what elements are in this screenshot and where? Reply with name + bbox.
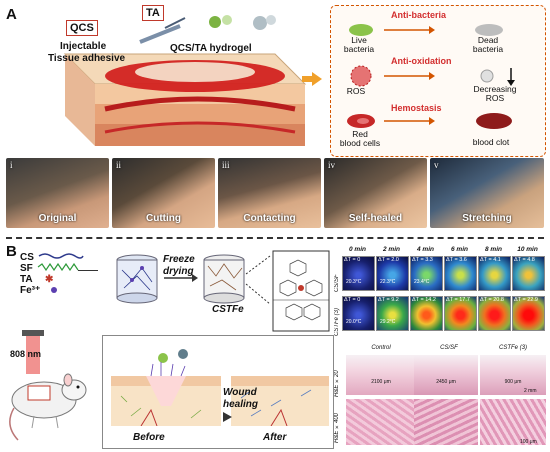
legend-cs-label: CS [20, 252, 34, 263]
laser-label: 808 nm [10, 349, 42, 359]
scale-bar-top: 2 mm [524, 388, 537, 394]
panel-b-letter: B [6, 243, 17, 260]
healing-label: healing [223, 399, 259, 410]
wound-label: Wound [223, 387, 257, 398]
panel-a-letter: A [6, 6, 17, 23]
photo-self-healed: iv Self-healed [324, 158, 427, 228]
red-blood-cells-label: Red blood cells [339, 129, 381, 148]
photo-number: i [10, 160, 13, 170]
histology-image: 2100 μm [346, 355, 416, 395]
histo-col-label: Control [371, 345, 391, 351]
hemostasis-title: Hemostasis [391, 103, 442, 113]
scale-bar-bottom: 100 μm [520, 439, 537, 445]
drying-label: drying [163, 266, 194, 277]
histology-image: 2450 μm [414, 355, 478, 395]
bacteria-icons [349, 24, 503, 36]
histo-row-label: H&E ×20 [334, 370, 340, 397]
injectable-label: Injectable [60, 41, 107, 52]
effects-box: Anti-bacteria Live bacteria Dead bacteri… [330, 5, 546, 157]
time-label: 4 min [417, 246, 434, 253]
photo-caption: Original [38, 213, 77, 224]
row-label-cssf: CS/SF [334, 274, 340, 292]
histology-image [346, 399, 416, 445]
ta-label: TA [142, 5, 164, 21]
time-label: 0 min [349, 246, 366, 253]
legend-fe-label: Fe³⁺ [20, 285, 41, 296]
anti-bacteria-title: Anti-bacteria [391, 10, 447, 20]
thermal-cell: ΔT = 4.8 [512, 256, 545, 291]
before-label: Before [133, 432, 165, 443]
right-arrow-icon [312, 72, 322, 86]
time-label: 2 min [383, 246, 400, 253]
photo-number: v [434, 160, 439, 170]
photo-contacting: iii Contacting [218, 158, 321, 228]
ros-icons [350, 65, 515, 87]
time-label: 6 min [451, 246, 468, 253]
histology-grid: Control CS/SF CSTFe (3) H&E ×20 H&E ×400… [334, 345, 546, 449]
photo-original: i Original [6, 158, 109, 228]
after-label: After [263, 432, 287, 443]
qcs-label: QCS [66, 20, 98, 36]
photo-caption: Contacting [243, 213, 296, 224]
freeze-label: Freeze [163, 254, 195, 265]
chemical-structure [272, 250, 330, 332]
ros-label: ROS [346, 86, 366, 96]
dash-line [78, 270, 98, 271]
ta-star-icon: ✱ [45, 274, 54, 285]
tissue-adhesive-label: Tissue adhesive [48, 53, 126, 64]
histo-col-label: CS/SF [440, 345, 458, 351]
fe-dot-icon [51, 287, 58, 293]
thermal-cell: ΔT = 14.2 [410, 296, 443, 331]
dead-bacteria-label: Dead bacteria [472, 35, 504, 54]
photo-stretching: v Stretching [430, 158, 544, 228]
histology-image [414, 399, 478, 445]
materials-legend: CS SF TA ✱ Fe³⁺ [20, 252, 85, 296]
panel-divider [6, 237, 544, 239]
wound-healing-box: Wound healing Before After [102, 335, 334, 449]
histology-image [480, 399, 546, 445]
photo-caption: Stretching [462, 213, 512, 224]
hydrogel-label: QCS/TA hydrogel [170, 43, 252, 54]
photo-caption: Self-healed [348, 213, 403, 224]
histo-row-label: H&E ×400 [334, 412, 340, 443]
cs-chain-icon [38, 253, 84, 259]
thermal-cell: ΔT = 22.9 [512, 296, 545, 331]
thermal-cell: ΔT = 3.6 [444, 256, 477, 291]
photo-number: ii [116, 160, 122, 170]
freeze-drying-diagram [116, 254, 271, 305]
photo-cutting: ii Cutting [112, 158, 215, 228]
photo-number: iv [328, 160, 336, 170]
histology-image: 900 μm [480, 355, 546, 395]
histo-col-label: CSTFe (3) [498, 345, 527, 351]
thermal-imaging-grid: 0 min 2 min 4 min 6 min 8 min 10 min CS/… [334, 246, 546, 342]
decreasing-ros-label: Decreasing ROS [473, 84, 517, 103]
row-label-cstfe: CSTFe (3) [334, 307, 340, 336]
photo-caption: Cutting [146, 213, 181, 224]
thermal-cell: ΔT = 20.8 [478, 296, 511, 331]
legend-ta-label: TA [20, 274, 33, 285]
before-tissue [111, 349, 221, 426]
legend-sf-label: SF [20, 263, 33, 274]
blood-icons [347, 113, 512, 129]
arrow-tail [302, 76, 314, 82]
after-tissue [231, 376, 329, 426]
cstfe-label: CSTFe [212, 304, 244, 315]
time-label: 10 min [517, 246, 538, 253]
mouse-laser-illustration [9, 330, 87, 441]
right-arrow-icon [223, 412, 232, 422]
photo-number: iii [222, 160, 230, 170]
tissue-adhesive-illustration [63, 15, 307, 146]
time-label: 8 min [485, 246, 502, 253]
thermal-cell: ΔT = 17.7 [444, 296, 477, 331]
blood-clot-label: blood clot [472, 137, 510, 147]
sf-chain-icon [37, 262, 79, 272]
thermal-cell: ΔT = 4.1 [478, 256, 511, 291]
anti-oxidation-title: Anti-oxidation [391, 56, 452, 66]
live-bacteria-label: Live bacteria [343, 35, 375, 54]
